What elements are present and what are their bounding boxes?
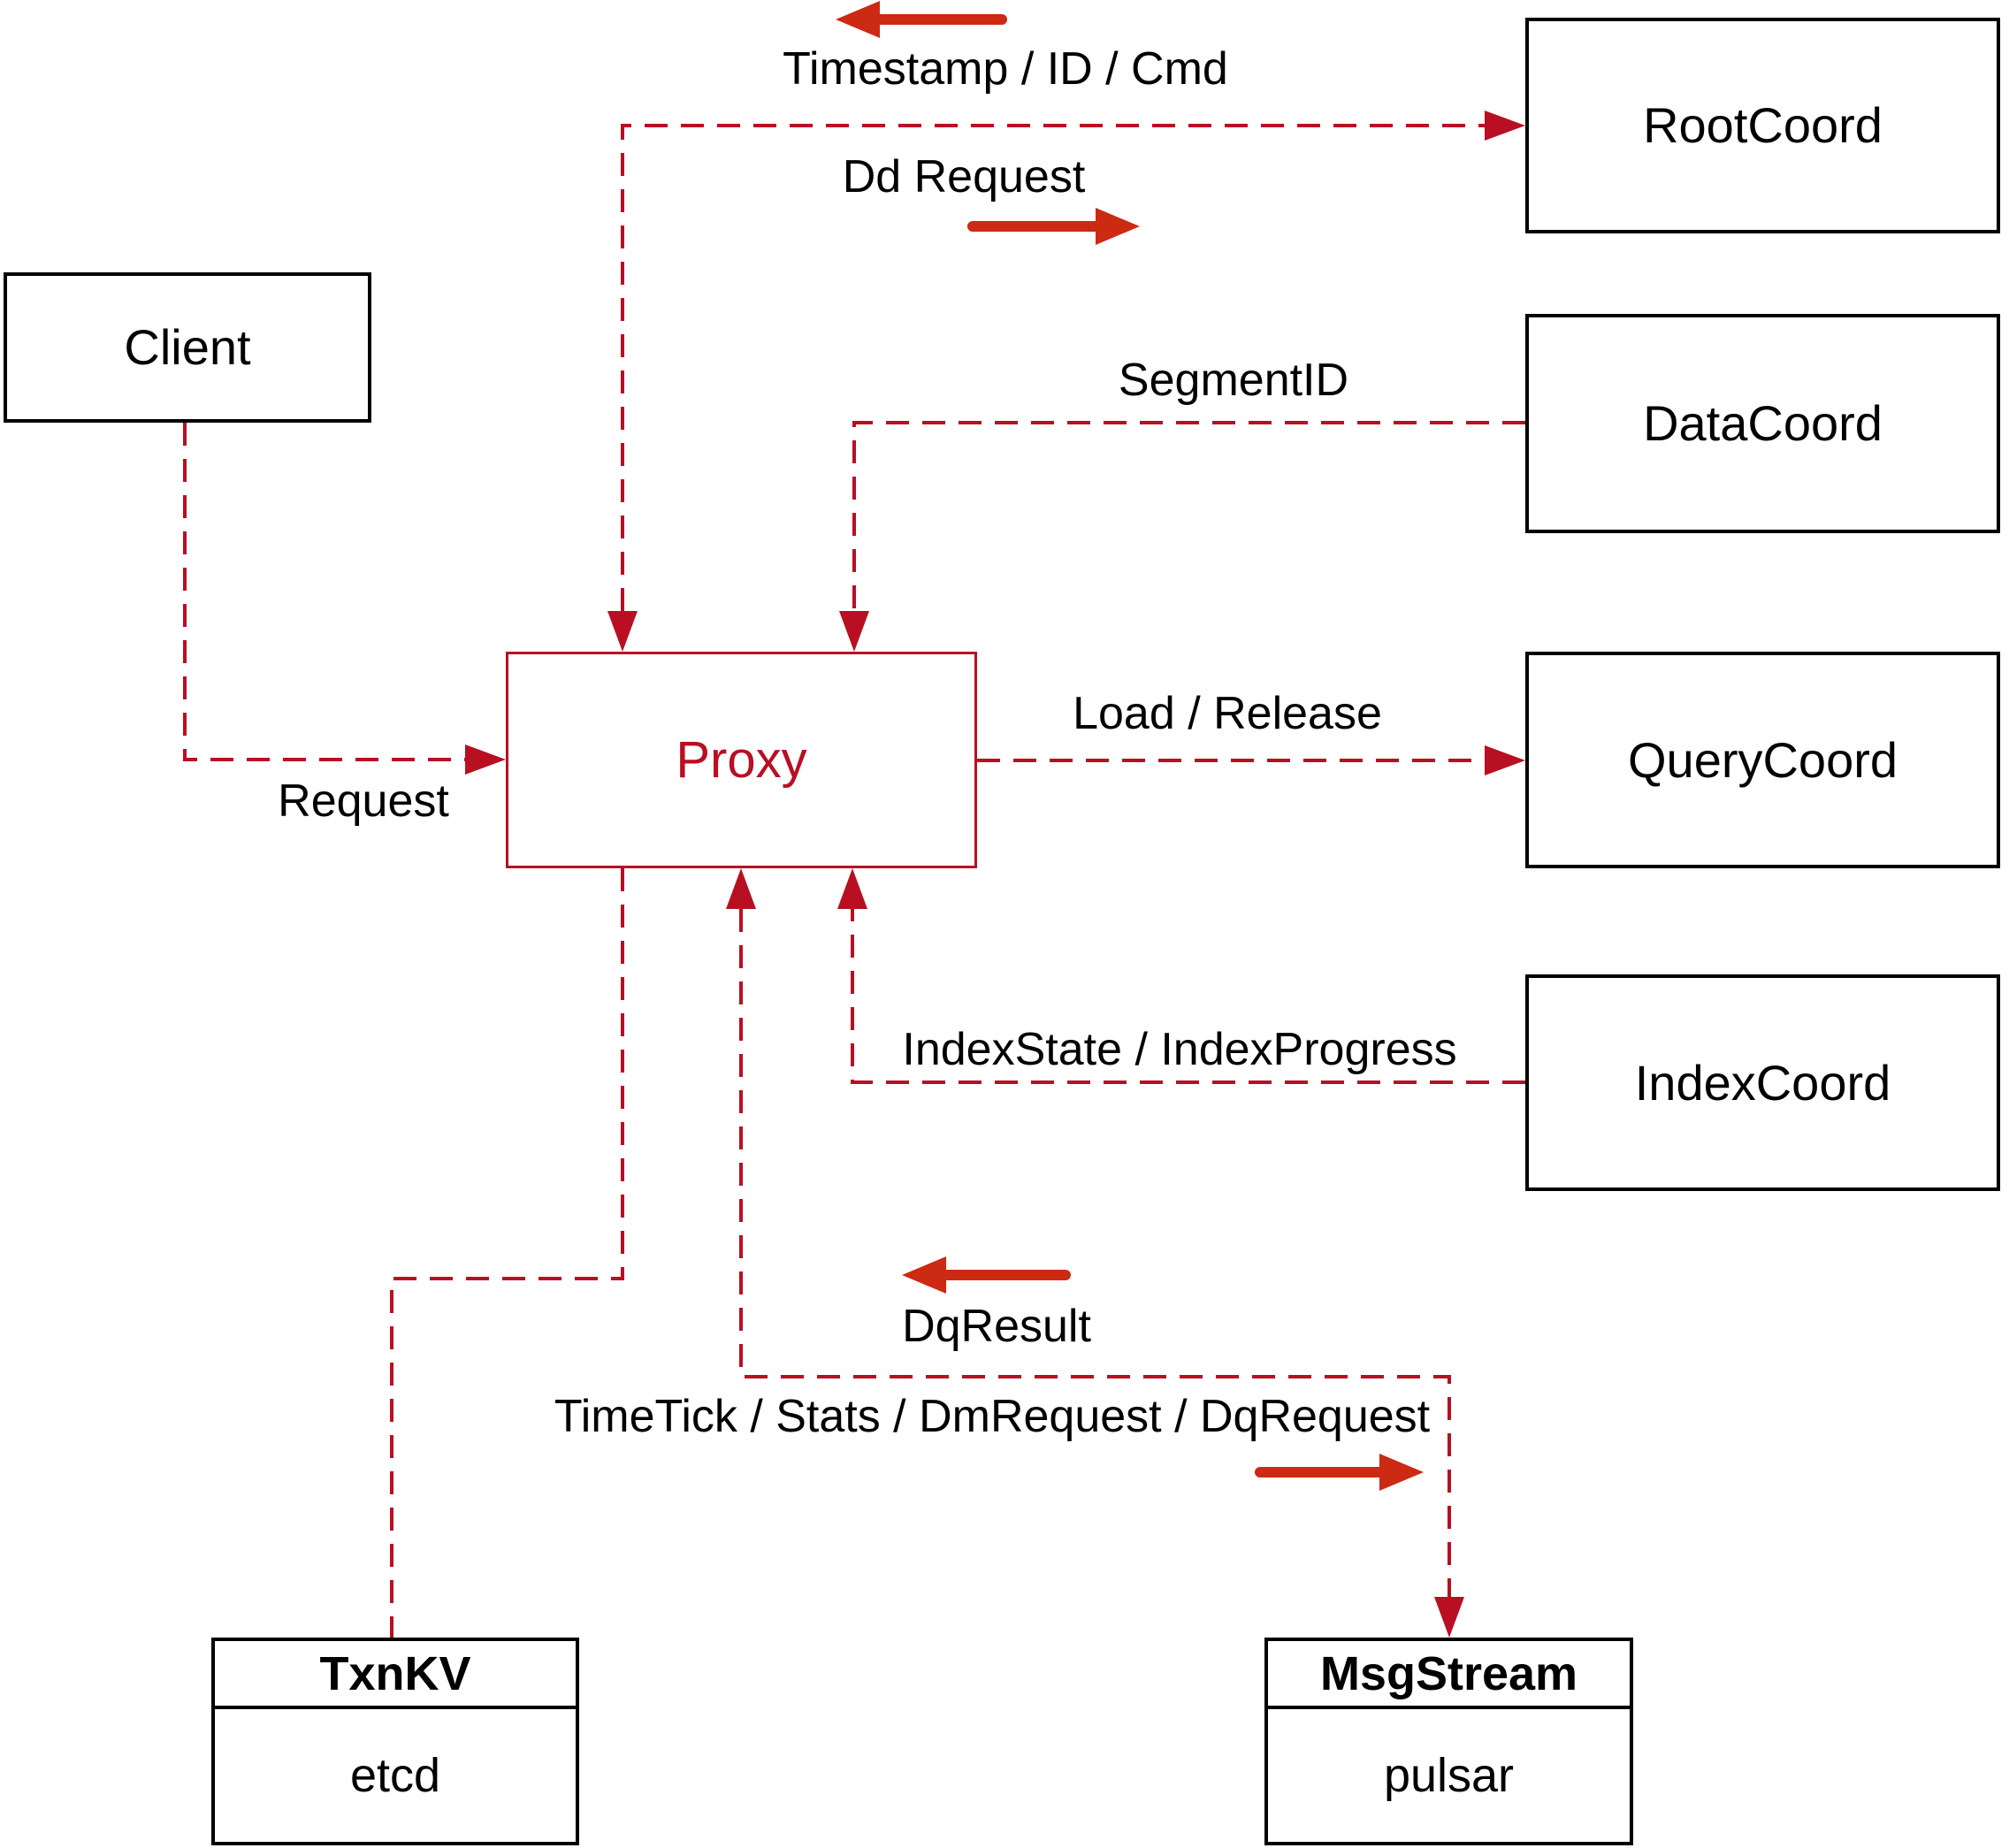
node-querycoord: QueryCoord (1525, 652, 2000, 868)
node-indexcoord-label: IndexCoord (1634, 1054, 1891, 1111)
node-msgstream-impl: pulsar (1383, 1749, 1515, 1802)
node-datacoord: DataCoord (1525, 314, 2000, 533)
edge-client-proxy (183, 423, 506, 775)
node-rootcoord: RootCoord (1525, 18, 2000, 233)
edge-label-request: Request (278, 775, 449, 827)
edge-proxy-querycoord (977, 745, 1525, 775)
edge-label-load-release: Load / Release (1073, 688, 1382, 739)
arrow-left-icon (836, 1, 1007, 38)
arrow-left-icon (902, 1256, 1071, 1294)
edge-datacoord-proxy (839, 421, 1525, 652)
node-proxy: Proxy (506, 652, 977, 868)
edge-proxy-msgstream (726, 868, 1464, 1638)
node-txnkv-impl: etcd (349, 1749, 441, 1802)
node-client: Client (4, 272, 371, 423)
edge-label-dd-request: Dd Request (842, 151, 1086, 202)
node-rootcoord-label: RootCoord (1643, 97, 1883, 153)
node-msgstream-title: MsgStream (1268, 1641, 1630, 1709)
node-querycoord-label: QueryCoord (1627, 731, 1898, 788)
edge-proxy-txnkv (390, 868, 624, 1638)
edge-proxy-rootcoord (607, 111, 1525, 652)
arrow-right-icon (967, 208, 1140, 245)
node-msgstream: MsgStream pulsar (1264, 1638, 1633, 1845)
edge-label-dq-result: DqResult (902, 1301, 1091, 1352)
edge-indexcoord-proxy (837, 868, 1525, 1084)
edge-label-index-state: IndexState / IndexProgress (902, 1024, 1457, 1075)
node-proxy-label: Proxy (676, 730, 807, 789)
node-datacoord-label: DataCoord (1643, 395, 1883, 451)
edge-label-timetick: TimeTick / Stats / DmRequest / DqRequest (554, 1391, 1431, 1442)
node-txnkv: TxnKV etcd (211, 1638, 579, 1845)
edge-label-segment-id: SegmentID (1118, 355, 1349, 406)
node-client-label: Client (124, 319, 251, 375)
edge-label-timestamp: Timestamp / ID / Cmd (783, 43, 1228, 95)
node-indexcoord: IndexCoord (1525, 974, 2000, 1191)
node-txnkv-title: TxnKV (215, 1641, 576, 1709)
arrow-right-icon (1255, 1454, 1424, 1491)
